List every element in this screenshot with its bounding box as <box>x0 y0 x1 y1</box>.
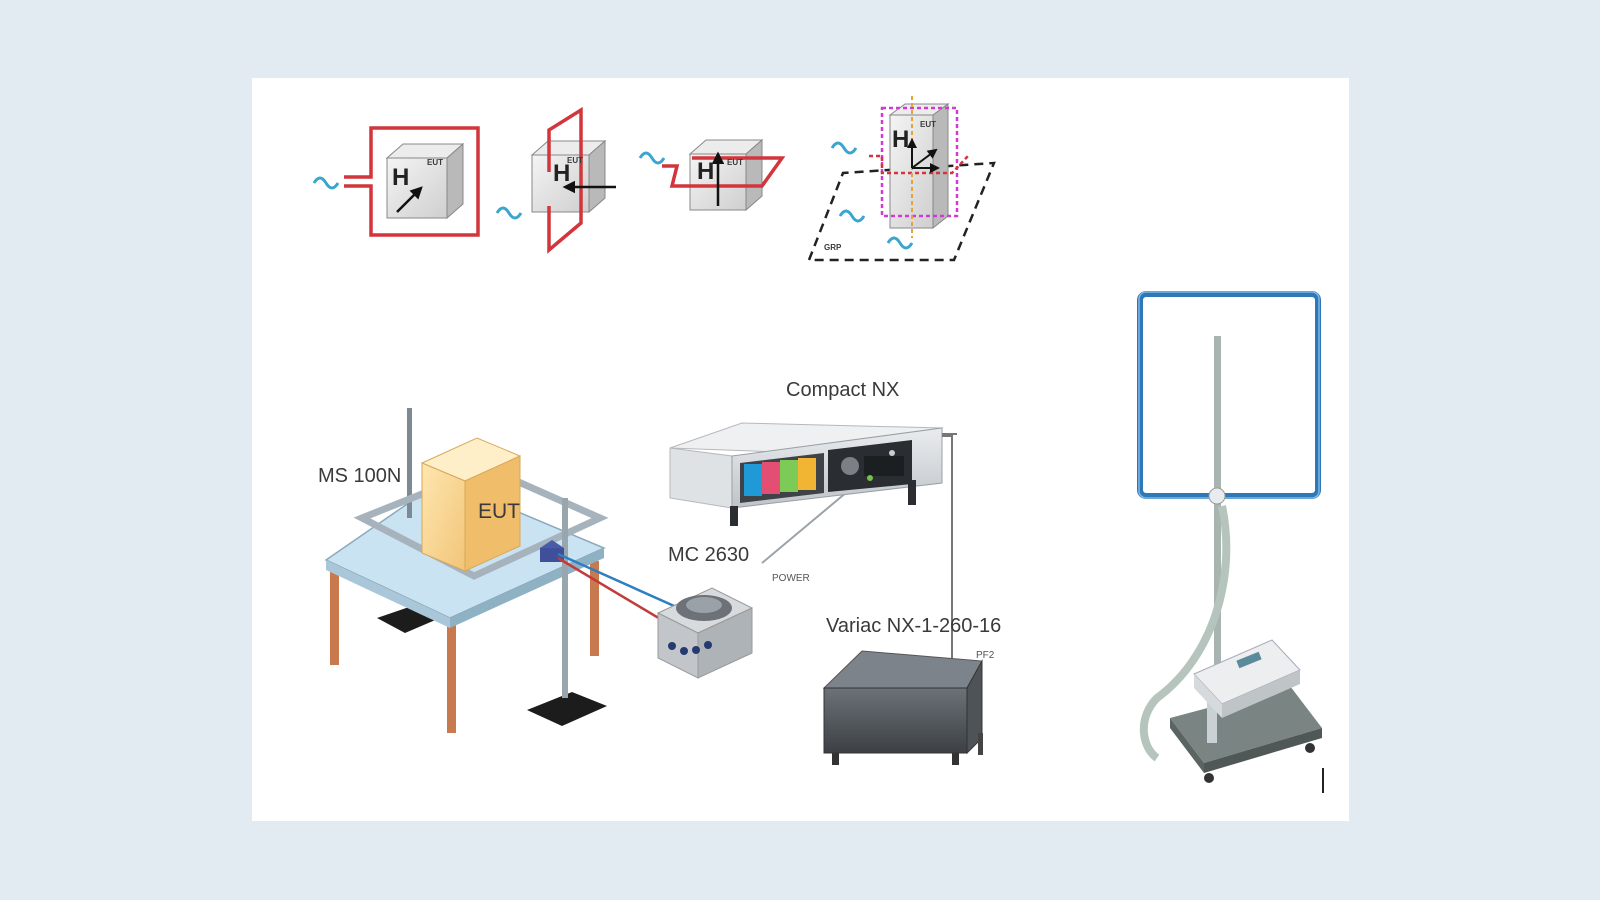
compact-nx-label: Compact NX <box>786 379 900 401</box>
eut-box-label: EUT <box>478 500 520 523</box>
grp-label: GRP <box>824 243 842 252</box>
eut-label-4: EUT <box>920 120 936 129</box>
field-arrow-icon <box>911 148 938 169</box>
field-arrow-icon <box>396 186 423 213</box>
h-label-3: H <box>697 158 715 185</box>
orientation-diagram-3 <box>638 138 786 212</box>
ms-100n-label: MS 100N <box>318 465 402 487</box>
sine-wave-icon <box>312 176 340 190</box>
h-label-2: H <box>553 160 571 187</box>
orientation-diagram-1 <box>312 126 480 237</box>
eut-label-2: EUT <box>567 156 583 165</box>
eut-label-3: EUT <box>727 158 743 167</box>
variac-unit <box>822 650 983 765</box>
mc-2630-unit <box>656 587 754 679</box>
power-label: POWER <box>772 573 810 584</box>
variac-label: Variac NX-1-260-16 <box>826 615 1002 637</box>
field-loop-stand <box>1137 291 1324 793</box>
orientation-diagram-4 <box>807 96 996 262</box>
pf2-label: PF2 <box>976 650 995 661</box>
mc-2630-label: MC 2630 <box>668 544 750 566</box>
sine-wave-icon <box>495 206 523 220</box>
test-table <box>324 408 609 733</box>
diagram-panel: H EUT H EUT H EUT H EUT GRP Compact NX M… <box>252 78 1349 821</box>
eut-label-1: EUT <box>427 158 443 167</box>
sine-wave-icon <box>886 236 914 250</box>
test-setup-illustration <box>312 96 1324 793</box>
sine-wave-icon <box>638 151 666 165</box>
orientation-diagram-2 <box>495 106 616 254</box>
h-label-4: H <box>892 126 910 153</box>
h-label-1: H <box>392 164 410 191</box>
compact-nx-unit <box>669 422 957 526</box>
sine-wave-icon <box>830 141 858 155</box>
sine-wave-icon <box>838 209 866 223</box>
